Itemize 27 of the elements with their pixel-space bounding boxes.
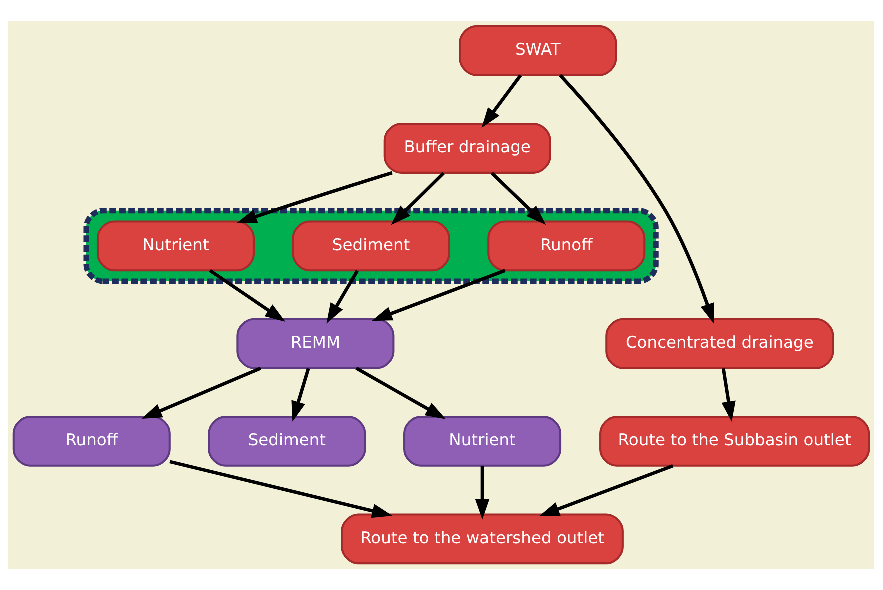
node-box: Sediment [208,416,366,467]
arrow [170,460,393,518]
arrow [722,368,736,422]
arrow [356,366,446,420]
arrow [142,366,262,419]
arrow [490,172,546,226]
node-box: SWAT [459,25,618,76]
node-box: Concentrated drainage [606,318,834,370]
arrow [326,270,360,324]
arrow [539,464,674,516]
node-box: Runoff [12,416,171,467]
node-box: REMM [236,318,395,370]
arrow [372,269,506,322]
node-box: Runoff [488,220,646,272]
node-box: Buffer drainage [384,123,552,174]
node-box: Nutrient [404,416,562,467]
arrow [391,172,445,226]
node-box: Route to the Subbasin outlet [600,416,870,467]
arrow [475,466,490,520]
arrow [559,74,714,324]
arrow [482,74,522,128]
node-box: Nutrient [96,220,255,272]
arrow [292,368,310,422]
node-box: Route to the watershed outlet [341,514,624,565]
arrow [236,171,393,224]
arrow [209,269,286,322]
node-box: Sediment [292,220,450,272]
